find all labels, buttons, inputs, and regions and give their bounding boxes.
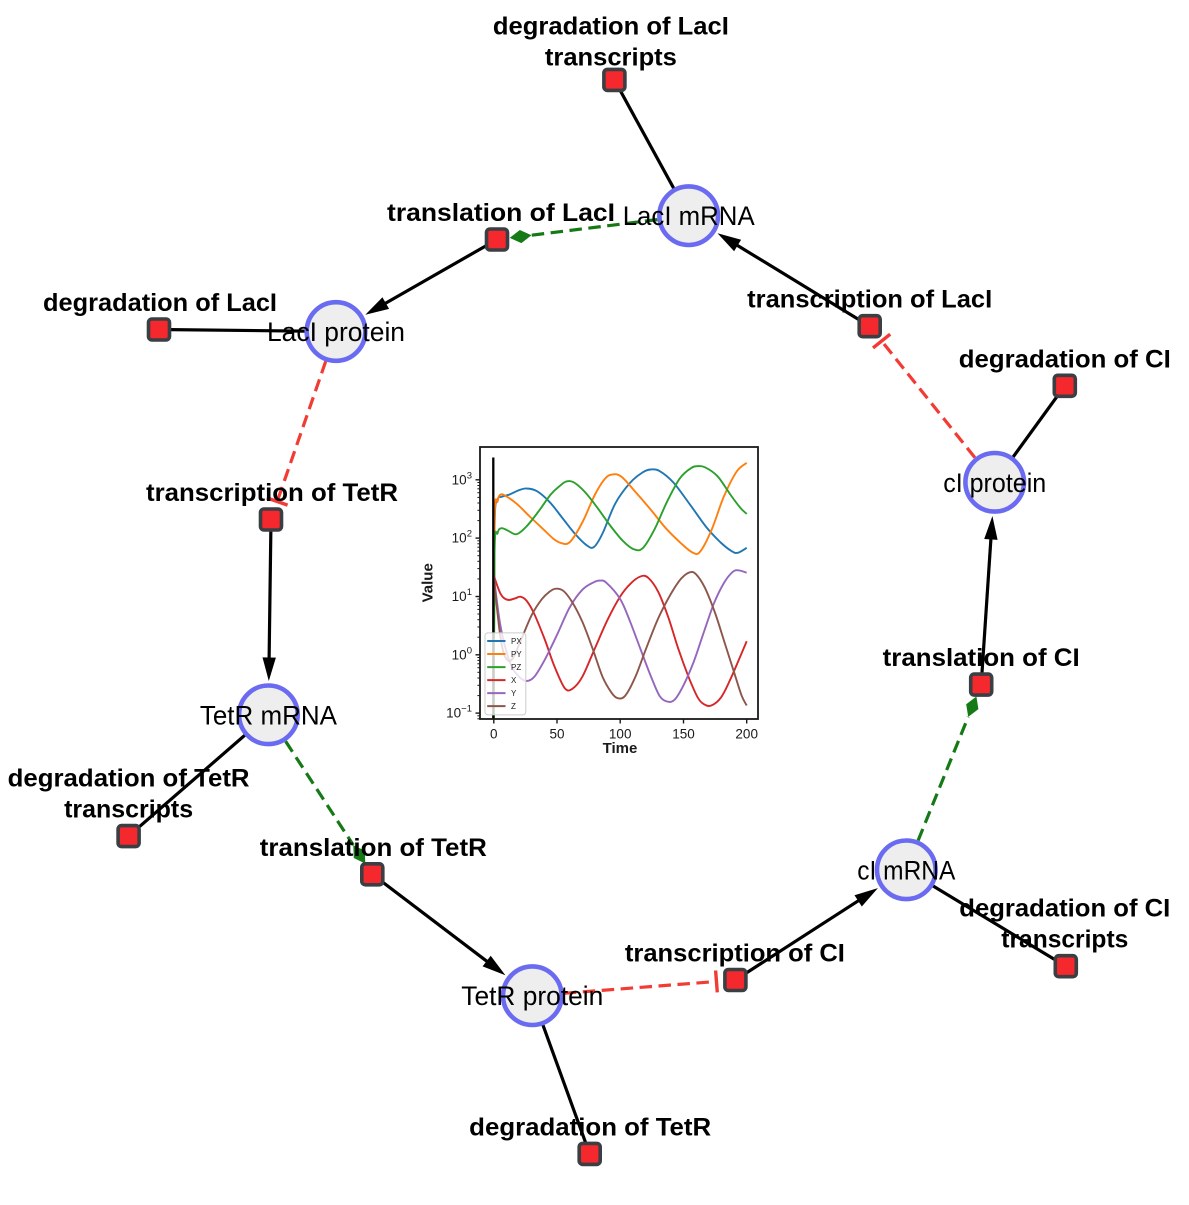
svg-text:degradation of TetR: degradation of TetR: [8, 765, 250, 793]
svg-text:cI mRNA: cI mRNA: [857, 855, 955, 885]
svg-text:transcripts: transcripts: [545, 43, 677, 71]
svg-text:X: X: [511, 676, 517, 685]
svg-text:TetR mRNA: TetR mRNA: [200, 700, 337, 730]
svg-text:Z: Z: [511, 702, 516, 711]
svg-text:101: 101: [452, 587, 472, 604]
svg-text:LacI protein: LacI protein: [267, 317, 405, 347]
svg-text:transcription of CI: transcription of CI: [625, 940, 845, 968]
svg-text:degradation of LacI: degradation of LacI: [43, 289, 277, 317]
svg-text:degradation of CI: degradation of CI: [959, 345, 1171, 373]
svg-text:PY: PY: [511, 650, 522, 659]
svg-text:Y: Y: [511, 689, 517, 698]
svg-text:Value: Value: [420, 563, 437, 602]
svg-text:PX: PX: [511, 637, 522, 646]
svg-text:Time: Time: [603, 740, 638, 757]
svg-text:transcripts: transcripts: [64, 796, 193, 824]
svg-text:200: 200: [735, 727, 758, 742]
svg-text:TetR protein: TetR protein: [461, 981, 603, 1011]
svg-text:transcripts: transcripts: [1001, 926, 1128, 954]
svg-text:LacI mRNA: LacI mRNA: [623, 201, 755, 231]
svg-text:100: 100: [452, 645, 472, 662]
svg-text:103: 103: [452, 470, 472, 487]
svg-text:degradation of TetR: degradation of TetR: [469, 1113, 711, 1141]
svg-text:102: 102: [452, 529, 472, 546]
svg-text:translation of TetR: translation of TetR: [260, 834, 487, 862]
svg-text:10−1: 10−1: [446, 704, 472, 721]
svg-text:100: 100: [609, 727, 632, 742]
svg-text:transcription of TetR: transcription of TetR: [146, 479, 398, 507]
svg-text:degradation of LacI: degradation of LacI: [493, 12, 729, 40]
svg-text:degradation of CI: degradation of CI: [959, 895, 1170, 923]
svg-text:PZ: PZ: [511, 663, 521, 672]
svg-text:cI protein: cI protein: [943, 468, 1046, 498]
svg-text:translation of LacI: translation of LacI: [387, 199, 615, 227]
svg-text:150: 150: [672, 727, 695, 742]
svg-text:transcription of LacI: transcription of LacI: [747, 286, 992, 314]
svg-text:0: 0: [490, 727, 498, 742]
svg-text:50: 50: [549, 727, 564, 742]
svg-text:translation of CI: translation of CI: [883, 644, 1080, 672]
